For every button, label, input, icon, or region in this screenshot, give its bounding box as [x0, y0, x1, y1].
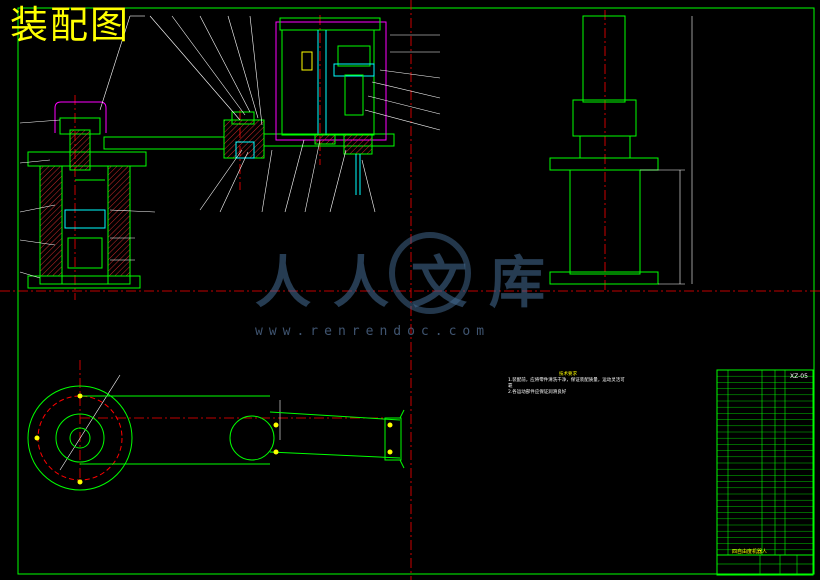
base-column-view — [27, 101, 147, 289]
plan-view — [27, 385, 405, 491]
tech-note-line: 2.各运动部件应保证润滑良好 — [508, 390, 567, 395]
upper-arm-view — [103, 111, 395, 159]
drawing-title: 装配图 — [10, 3, 131, 47]
leader-lines — [19, 15, 441, 471]
technical-requirements: 技术要求 1.装配前，应将零件清洗干净，保证装配质量，运动灵活可靠 2.各运动部… — [508, 372, 628, 396]
parts-list-table — [716, 369, 814, 576]
tech-note-line: 1.装配前，应将零件清洗干净，保证装配质量，运动灵活可靠 — [508, 378, 625, 389]
tech-notes-title: 技术要求 — [559, 372, 577, 377]
title-block-footer: 四自由度机器人 — [732, 548, 767, 555]
title-block-code: XZ-05 — [790, 373, 808, 380]
parts-list-rows — [717, 376, 813, 550]
side-elevation-view — [549, 15, 693, 285]
wrist-housing-view — [275, 17, 387, 195]
